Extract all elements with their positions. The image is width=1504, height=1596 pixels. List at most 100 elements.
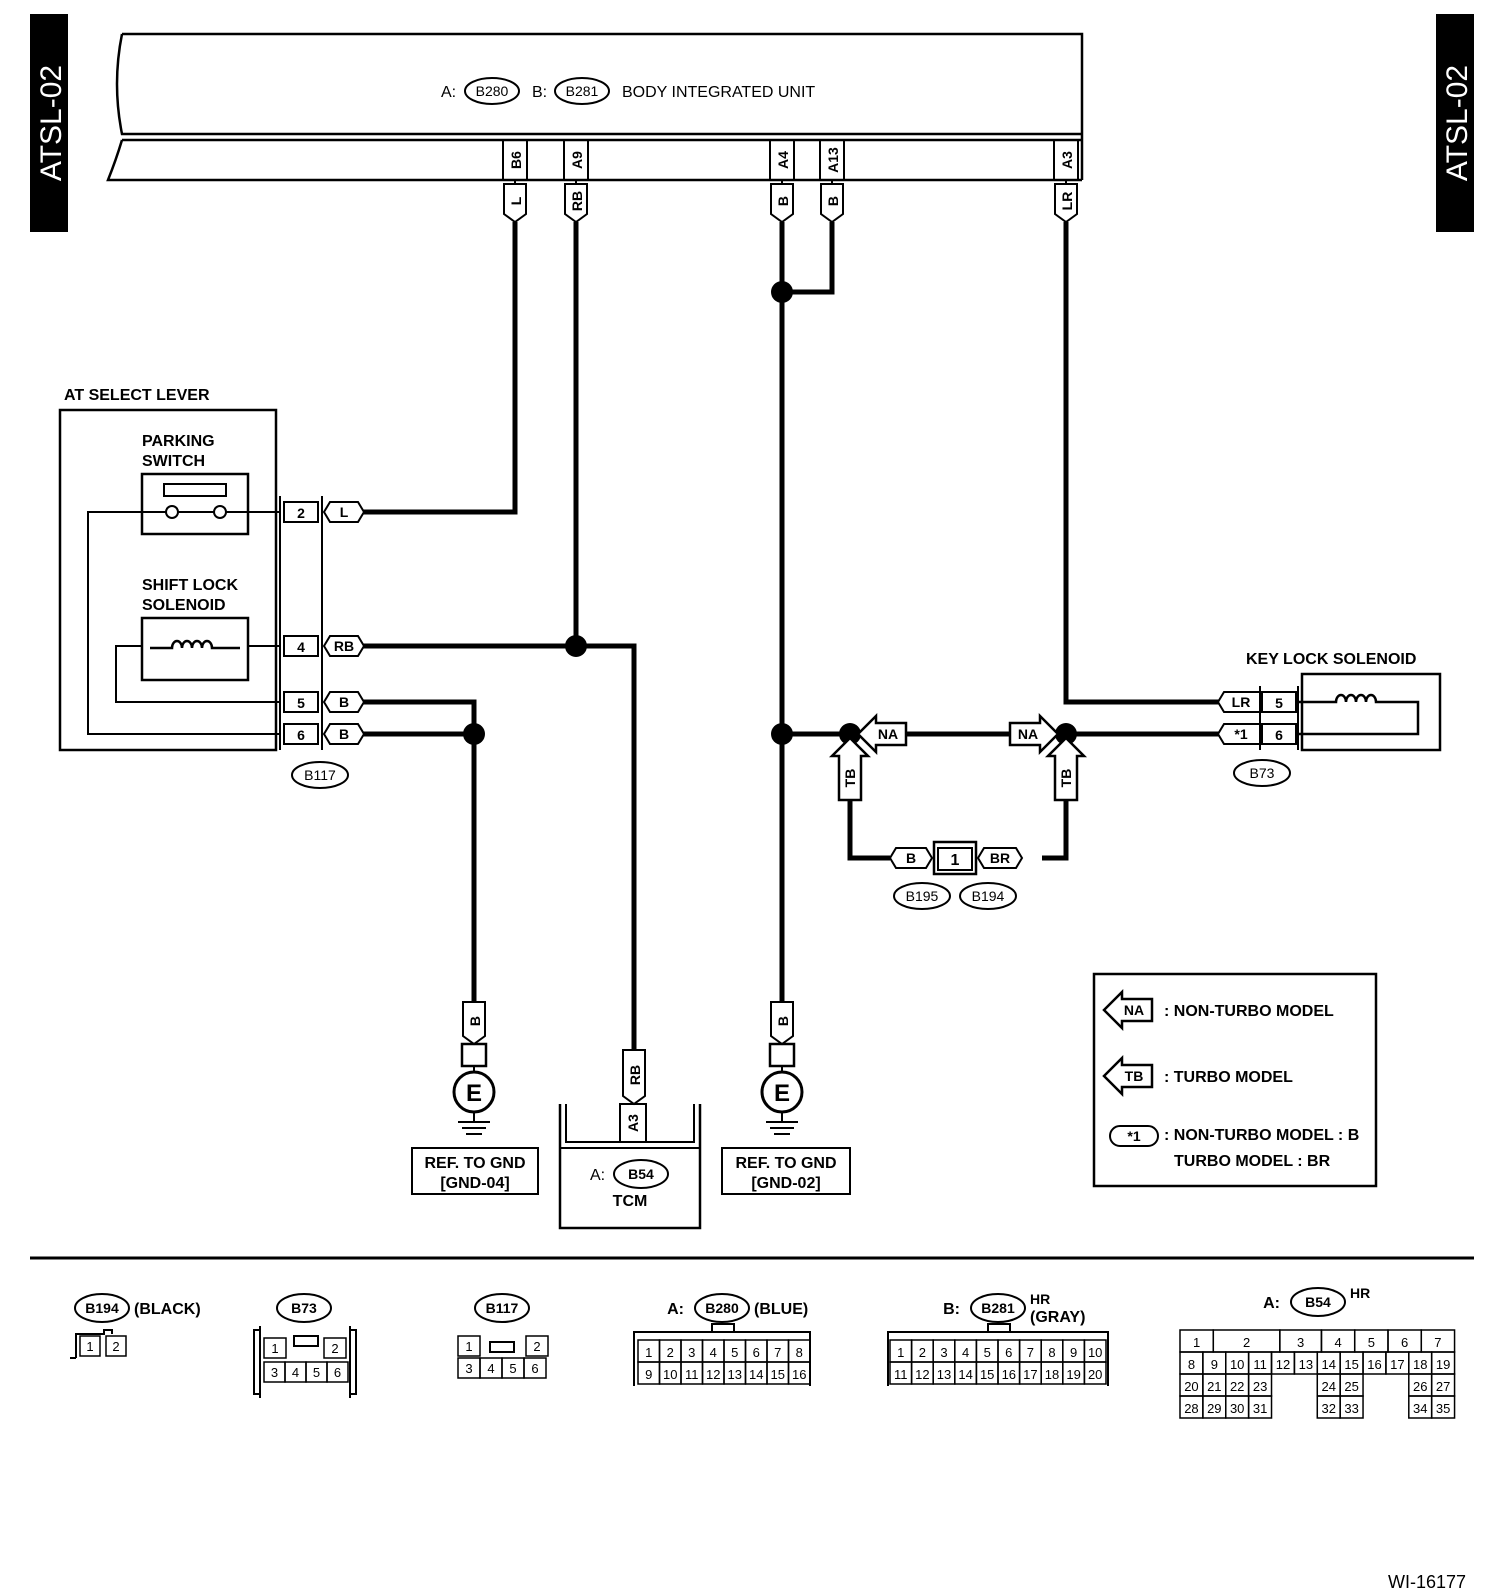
svg-text:LR: LR: [1232, 694, 1251, 710]
svg-text:25: 25: [1344, 1379, 1358, 1394]
svg-text:B73: B73: [291, 1300, 317, 1316]
svg-text:7: 7: [1434, 1335, 1441, 1350]
svg-text:(GRAY): (GRAY): [1030, 1309, 1085, 1326]
svg-text:B: B: [906, 850, 916, 866]
svg-text:B54: B54: [1305, 1294, 1331, 1310]
legend-na-symbol: NA: [1102, 988, 1154, 1032]
svg-text:2: 2: [1243, 1335, 1250, 1350]
svg-text:TB: TB: [1058, 769, 1074, 788]
svg-text:13: 13: [937, 1367, 951, 1382]
svg-text:5: 5: [313, 1365, 320, 1380]
svg-text:31: 31: [1253, 1401, 1267, 1416]
svg-text:30: 30: [1230, 1401, 1244, 1416]
svg-text:17: 17: [1390, 1357, 1404, 1372]
svg-text:TB: TB: [1125, 1068, 1144, 1084]
key-lock-pin-6: 6: [1261, 723, 1297, 745]
svg-text:7: 7: [774, 1345, 781, 1360]
connector-b117-label: B117: [304, 767, 336, 783]
tb-arrow-left: TB: [828, 736, 872, 802]
svg-text:E: E: [774, 1080, 790, 1107]
legend-tb-symbol: TB: [1102, 1054, 1154, 1098]
svg-text:12: 12: [706, 1367, 720, 1382]
svg-text:1: 1: [1193, 1335, 1200, 1350]
svg-text:B: B: [825, 196, 841, 206]
svg-text:16: 16: [1002, 1367, 1016, 1382]
svg-text:2: 2: [533, 1339, 540, 1354]
svg-text:B280: B280: [476, 83, 509, 99]
svg-text:28: 28: [1184, 1401, 1198, 1416]
svg-text:REF. TO GND: REF. TO GND: [735, 1155, 836, 1172]
svg-text:ATSL-02: ATSL-02: [35, 65, 68, 181]
svg-text:A:: A:: [667, 1301, 684, 1318]
svg-text:NA: NA: [1018, 726, 1038, 742]
svg-text:8: 8: [796, 1345, 803, 1360]
biu-pin-A9: A9: [569, 151, 585, 169]
svg-text:6: 6: [334, 1365, 341, 1380]
svg-text:SHIFT LOCK: SHIFT LOCK: [142, 577, 238, 594]
svg-text:5: 5: [1275, 695, 1283, 711]
svg-text:10: 10: [1088, 1345, 1102, 1360]
svg-text:20: 20: [1184, 1379, 1198, 1394]
svg-text:4: 4: [297, 639, 305, 655]
svg-text:5: 5: [1368, 1335, 1375, 1350]
svg-text:(BLACK): (BLACK): [134, 1301, 201, 1318]
svg-text:SOLENOID: SOLENOID: [142, 597, 226, 614]
svg-text:3: 3: [271, 1365, 278, 1380]
svg-text:9: 9: [1070, 1345, 1077, 1360]
svg-text:22: 22: [1230, 1379, 1244, 1394]
lever-wire-tag-6: B: [322, 723, 366, 745]
svg-text:B54: B54: [628, 1166, 654, 1182]
svg-text:HR: HR: [1030, 1291, 1050, 1307]
svg-text:: TURBO MODEL: : TURBO MODEL: [1164, 1069, 1293, 1086]
svg-text:6: 6: [531, 1361, 538, 1376]
svg-text:26: 26: [1413, 1379, 1427, 1394]
svg-text:TURBO MODEL : BR: TURBO MODEL : BR: [1174, 1153, 1331, 1170]
body-integrated-unit: A: B280 B: B281 BODY INTEGRATED UNIT B6L…: [106, 32, 1084, 224]
biu-wire-tag-A3: LR: [1054, 183, 1078, 224]
wire-junctions: [463, 281, 1077, 745]
svg-text:5: 5: [297, 695, 305, 711]
svg-text:20: 20: [1088, 1367, 1102, 1382]
joint-wire-tag-right: BR: [976, 847, 1024, 869]
svg-text:A:: A:: [441, 84, 456, 101]
na-arrow-left: NA: [856, 712, 908, 756]
svg-text:E: E: [466, 1080, 482, 1107]
svg-text:6: 6: [297, 727, 305, 743]
biu-wire-tag-A13: B: [820, 183, 844, 224]
biu-pin-B6: B6: [508, 151, 524, 169]
svg-text:13: 13: [1299, 1357, 1313, 1372]
svg-text:9: 9: [1211, 1357, 1218, 1372]
legend: NA : NON-TURBO MODEL TB : TURBO MODEL *1…: [1092, 972, 1378, 1188]
corner-tag-right: ATSL-02: [1436, 14, 1474, 232]
svg-text:15: 15: [980, 1367, 994, 1382]
biu-wire-tag-A4: B: [770, 183, 794, 224]
svg-text:B: B: [467, 1016, 483, 1026]
svg-text:2: 2: [919, 1345, 926, 1360]
svg-text:B: B: [339, 726, 349, 742]
svg-text:5: 5: [731, 1345, 738, 1360]
svg-text:11: 11: [894, 1367, 908, 1382]
svg-text:32: 32: [1321, 1401, 1335, 1416]
biu-wire-tag-B6: L: [503, 183, 527, 224]
svg-text:4: 4: [487, 1361, 494, 1376]
key-lock-pin-5: 5: [1261, 691, 1297, 713]
at-select-lever: AT SELECT LEVER PARKING SWITCH SHIFT LOC…: [58, 387, 366, 789]
svg-text:1: 1: [86, 1339, 93, 1354]
svg-text:23: 23: [1253, 1379, 1267, 1394]
svg-text:6: 6: [753, 1345, 760, 1360]
svg-text:27: 27: [1436, 1379, 1450, 1394]
gnd-04-wire-tag: B: [462, 1001, 486, 1046]
svg-text:4: 4: [292, 1365, 299, 1380]
parking-switch: [140, 472, 250, 536]
svg-text:6: 6: [1275, 727, 1283, 743]
svg-text:[GND-02]: [GND-02]: [751, 1175, 820, 1192]
svg-text:14: 14: [749, 1367, 763, 1382]
svg-text:14: 14: [1321, 1357, 1335, 1372]
